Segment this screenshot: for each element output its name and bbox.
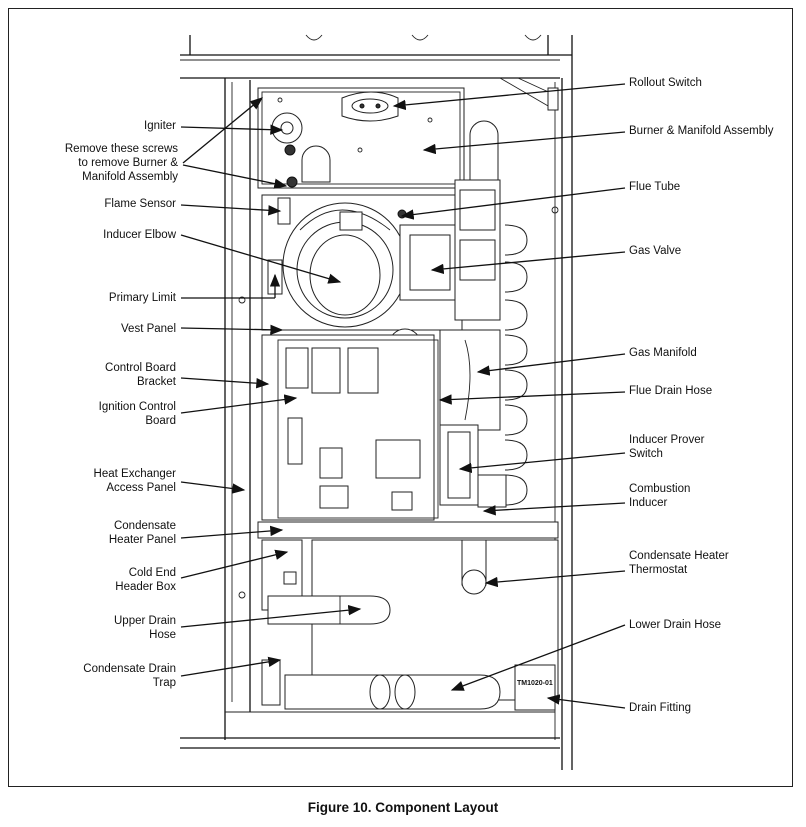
label-vest-panel: Vest Panel bbox=[121, 323, 176, 335]
label-inducer-prover-switch: Inducer Prover Switch bbox=[629, 434, 705, 460]
label-condensate-heater-panel: Condensate Heater Panel bbox=[108, 520, 176, 546]
label-upper-drain-hose: Upper Drain Hose bbox=[114, 615, 176, 641]
label-flue-drain-hose: Flue Drain Hose bbox=[629, 385, 713, 397]
drain-fitting-stamp: TM1020-01 bbox=[517, 680, 553, 687]
figure-caption: Figure 10. Component Layout bbox=[307, 800, 499, 815]
label-condensate-drain-trap: Condensate Drain Trap bbox=[83, 663, 176, 689]
cabinet-shell bbox=[180, 34, 573, 770]
label-drain-fitting: Drain Fitting bbox=[629, 702, 691, 714]
label-condensate-heater-thermostat: Condensate Heater Thermostat bbox=[629, 550, 729, 576]
label-igniter: Igniter bbox=[144, 120, 176, 132]
label-combustion-inducer: Combustion Inducer bbox=[629, 483, 691, 509]
label-heat-exchanger-access-panel: Heat Exchanger Access Panel bbox=[93, 468, 176, 494]
label-remove-screws: Remove these screws to remove Burner & M… bbox=[64, 143, 178, 183]
label-lower-drain-hose: Lower Drain Hose bbox=[629, 619, 722, 631]
label-rollout-switch: Rollout Switch bbox=[629, 77, 702, 89]
label-flue-tube: Flue Tube bbox=[629, 181, 681, 193]
leader-lines bbox=[180, 83, 626, 709]
label-flame-sensor: Flame Sensor bbox=[104, 198, 176, 210]
label-gas-valve: Gas Valve bbox=[629, 245, 682, 257]
label-cold-end-header-box: Cold End Header Box bbox=[115, 567, 176, 593]
label-burner-manifold-assembly: Burner & Manifold Assembly bbox=[629, 125, 774, 137]
label-control-board-bracket: Control Board Bracket bbox=[105, 362, 176, 388]
inducer-housing bbox=[261, 194, 463, 331]
label-gas-manifold: Gas Manifold bbox=[629, 347, 697, 359]
label-primary-limit: Primary Limit bbox=[108, 292, 176, 304]
label-inducer-elbow: Inducer Elbow bbox=[103, 229, 176, 241]
figure-border bbox=[8, 8, 793, 787]
label-ignition-control-board: Ignition Control Board bbox=[98, 401, 176, 427]
condensate-section bbox=[257, 521, 559, 711]
